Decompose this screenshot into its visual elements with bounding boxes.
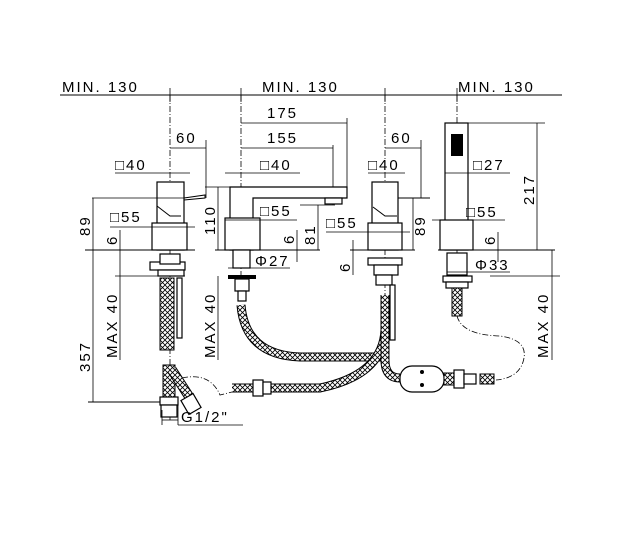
left-base-square-dim: □55: [110, 209, 142, 226]
left-total-height-dim: 357: [77, 341, 94, 372]
spout-square-dim: □40: [260, 157, 292, 174]
hand-shower: 217 □27 □55 6 Φ33 MAX 40: [432, 122, 560, 381]
left-square-dim: □40: [115, 157, 147, 174]
control-box: [399, 365, 495, 393]
left-height-dim: 89: [77, 215, 94, 236]
left-lever-dim: 60: [176, 130, 197, 147]
spout-reach-inner-dim: 155: [267, 130, 298, 147]
right-mixer: 60 □40 □55 89 6: [326, 130, 430, 341]
hand-shower-height-dim: 217: [521, 174, 538, 205]
spout-base-thickness-dim: 6: [281, 234, 298, 244]
spout: 175 155 □40 110 □55 81 6 Φ27 MAX 40: [202, 105, 348, 360]
left-mixer: 60 □40 □55 89 6 MAX 40 357 G1/2": [77, 130, 243, 426]
hand-shower-square-dim: □27: [473, 157, 505, 174]
left-max-deck-dim: MAX 40: [104, 293, 121, 358]
spacing-dimensions: MIN. 130 MIN. 130 MIN. 130: [60, 79, 562, 102]
spout-reach-outer-dim: 175: [267, 105, 298, 122]
spout-base-square-dim: □55: [260, 203, 292, 220]
right-base-square-dim: □55: [326, 215, 358, 232]
hand-shower-max-deck-dim: MAX 40: [535, 293, 552, 358]
connection-thread-dim: G1/2": [181, 409, 229, 426]
right-lever-dim: 60: [391, 130, 412, 147]
right-base-thickness-dim: 6: [337, 262, 354, 272]
spacing-right-label: MIN. 130: [458, 79, 535, 96]
spout-shank-dim: Φ27: [255, 253, 290, 270]
right-square-dim: □40: [368, 157, 400, 174]
spout-max-deck-dim: MAX 40: [202, 293, 219, 358]
spacing-middle-label: MIN. 130: [262, 79, 339, 96]
left-base-thickness-dim: 6: [104, 235, 121, 245]
right-height-dim: 89: [412, 215, 429, 236]
hand-shower-base-square-dim: □55: [466, 204, 498, 221]
braided-hoses: [232, 295, 401, 397]
spout-height-dim: 110: [202, 205, 219, 235]
spacing-left-label: MIN. 130: [62, 79, 139, 96]
hand-shower-shank-dim: Φ33: [475, 257, 510, 274]
spout-outlet-height-dim: 81: [302, 224, 319, 245]
hand-shower-base-thickness-dim: 6: [482, 235, 499, 245]
